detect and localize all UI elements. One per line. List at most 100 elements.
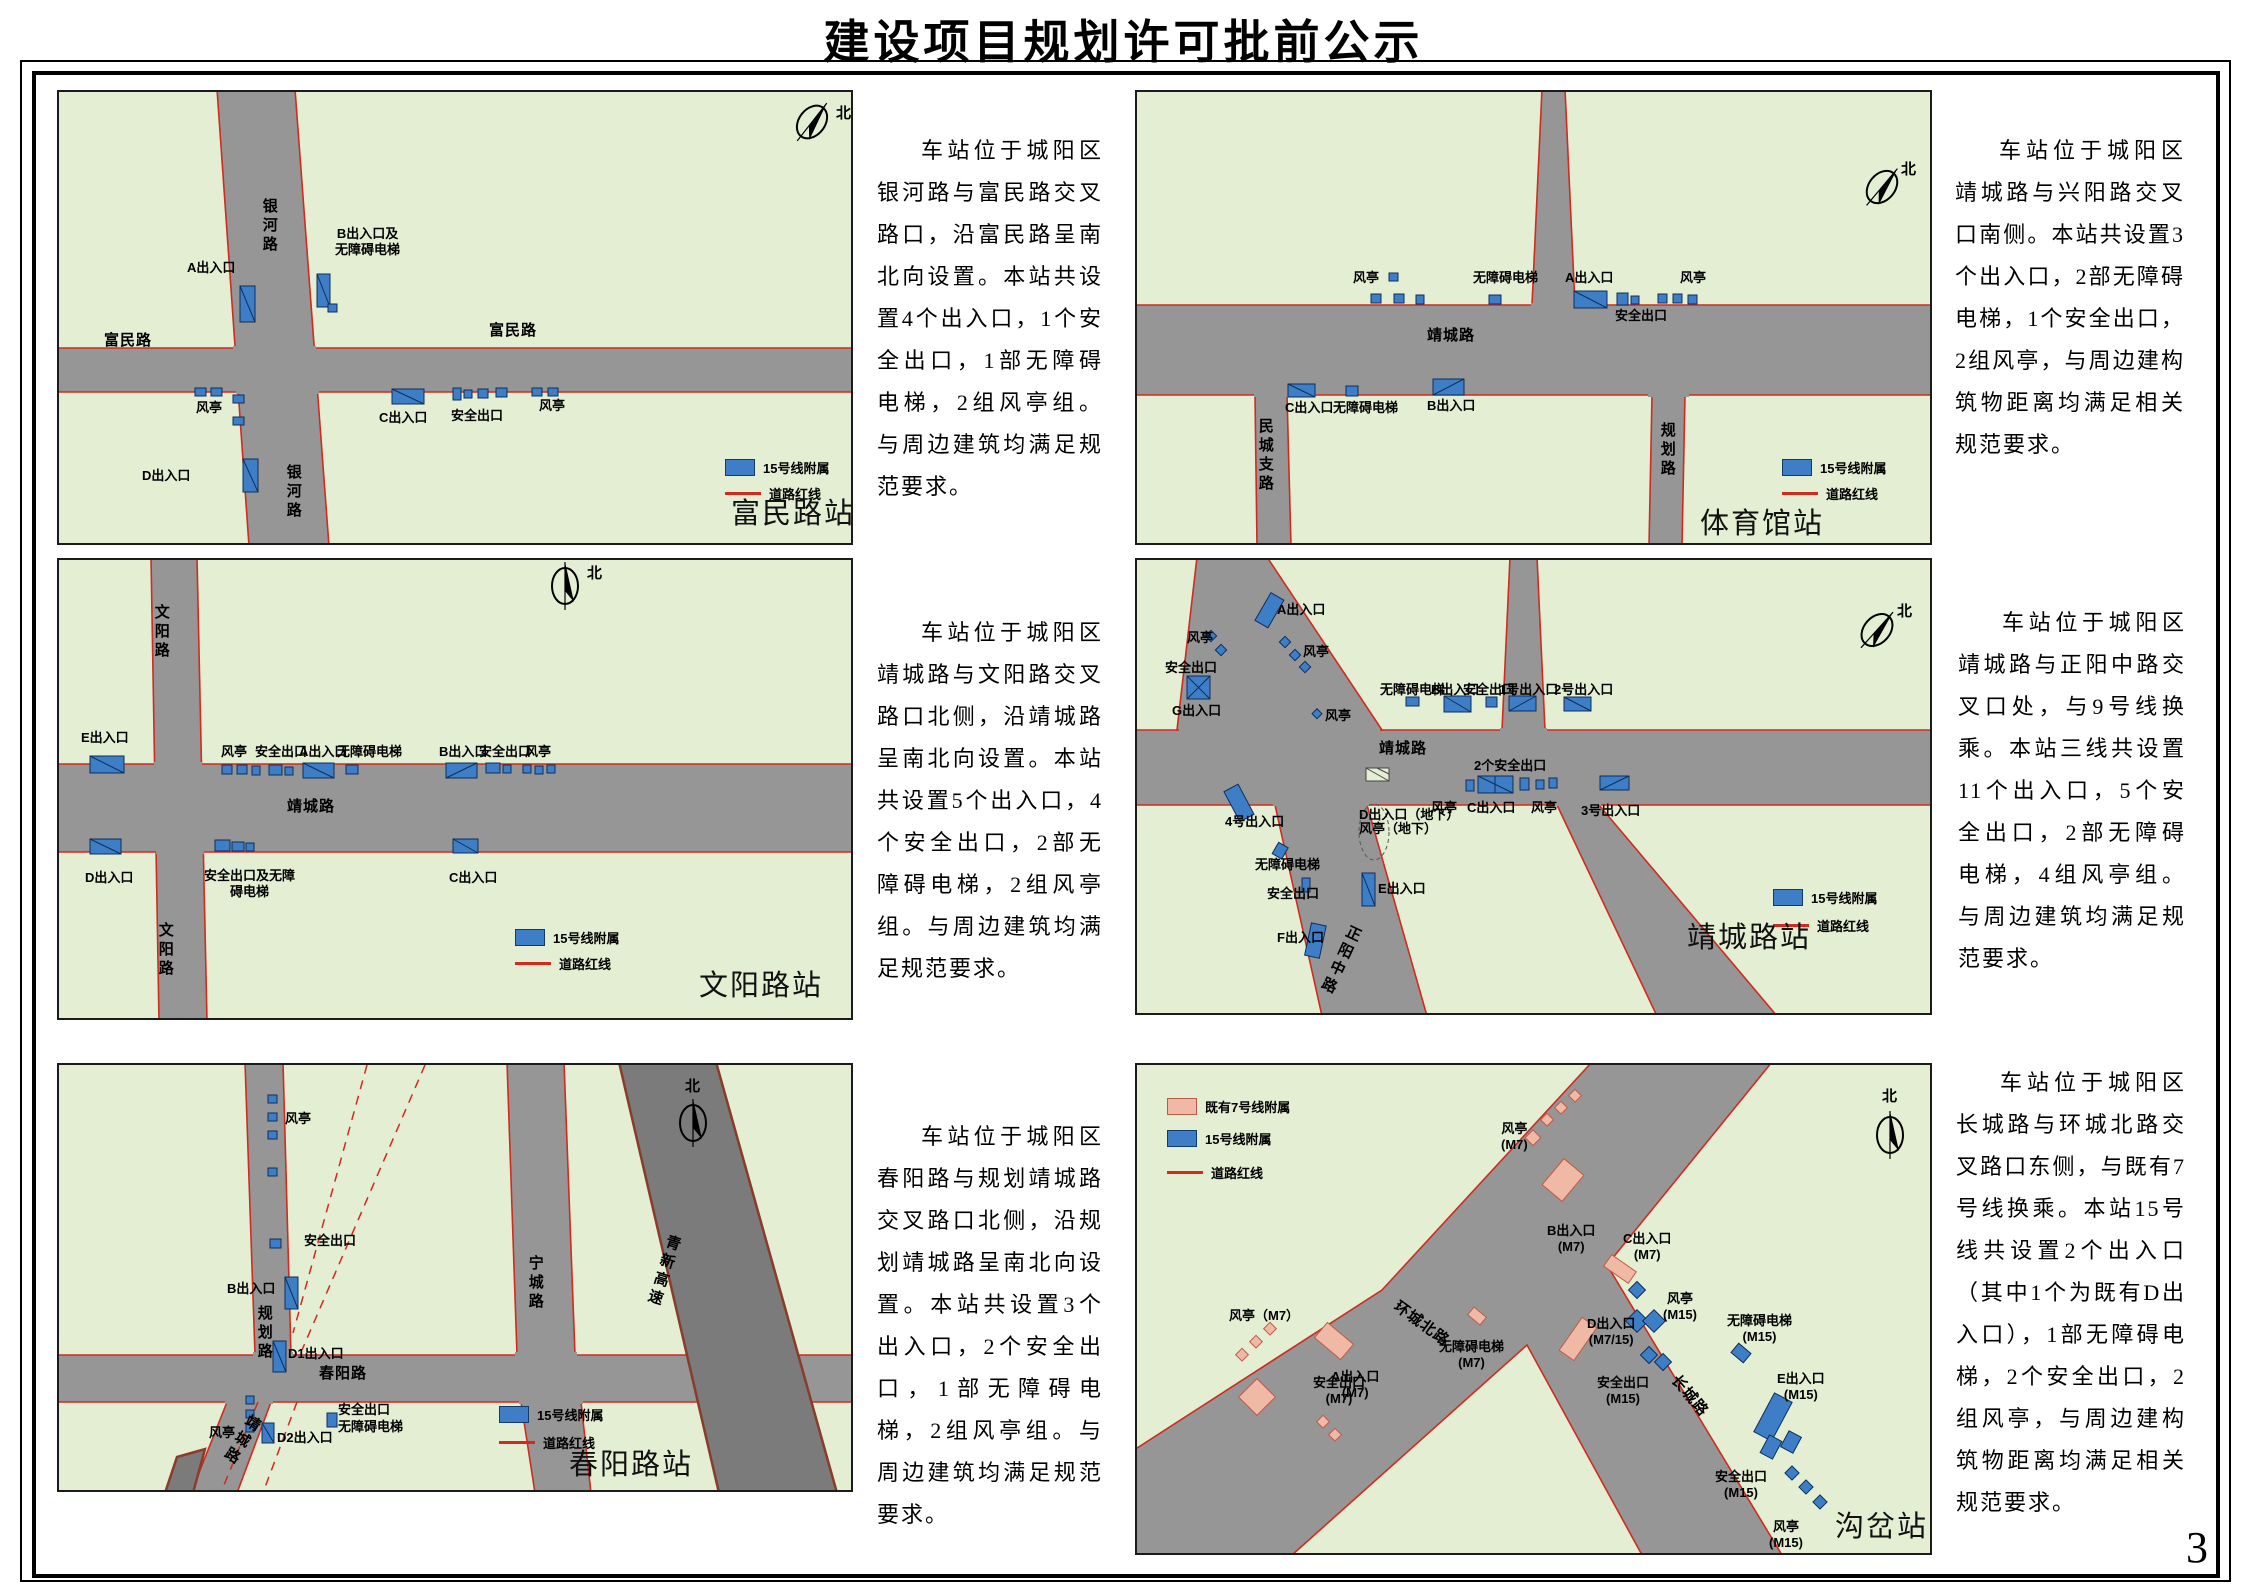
label-exit-c: C出入口: [449, 870, 498, 885]
label-exit-a: A出入口: [187, 260, 236, 275]
label-windpavilion-top: 风亭: [285, 1111, 312, 1126]
label-exit-e: E出入口: [81, 730, 129, 745]
label-elevator-sw: 无障碍电梯: [1255, 857, 1321, 872]
line15-swatch-icon: [499, 1406, 529, 1423]
label-exit-d: D出入口: [85, 870, 134, 885]
inner-frame: [32, 71, 2220, 1578]
label-exit-b-elevator: B出入口及 无障碍电梯: [335, 226, 401, 258]
label-exit-e-m15: E出入口 (M15): [1777, 1371, 1825, 1403]
label-exit-4: 4号出入口: [1225, 814, 1285, 829]
label-safety-exit-elevator: 安全出口及无障 碍电梯: [204, 868, 296, 900]
label-exit-b: B出入口: [1431, 682, 1480, 697]
label-windpavilion-m7-low: 风亭（M7）: [1229, 1308, 1300, 1323]
label-exit-c: C出入口: [1467, 800, 1516, 815]
label-safety-exit-nw: 安全出口: [1165, 660, 1218, 675]
line15-swatch-icon: [1167, 1130, 1197, 1147]
line15-swatch-icon: [1782, 459, 1812, 476]
label-safety-exit-top: 安全出口: [304, 1233, 357, 1248]
line15-facilities: [1624, 1280, 1828, 1510]
label-exit-e: E出入口: [1378, 881, 1426, 896]
redline-swatch-icon: [1782, 492, 1818, 495]
label-exit-b: B出入口: [439, 744, 488, 759]
station-name-tiyuguan: 体育馆站: [1700, 508, 1825, 540]
station-name-wenyanglu: 文阳路站: [699, 970, 824, 1002]
legend-redline-label: 道路红线: [1826, 487, 1879, 502]
line15-swatch-icon: [725, 459, 755, 476]
label-safety-exit-right: 安全出口: [479, 744, 532, 759]
north-label: 北: [836, 105, 852, 122]
map-chunyanglu-svg: [59, 1065, 851, 1490]
label-elevator: 无障碍电梯: [337, 744, 403, 759]
label-exit-1: 1号出入口: [1499, 682, 1559, 697]
legend-line15-label: 15号线附属: [537, 1408, 604, 1423]
legend-line15-label: 15号线附属: [1205, 1132, 1272, 1147]
north-label: 北: [1897, 603, 1913, 620]
road-label-fuminlu-left: 富民路: [104, 332, 153, 349]
road-label-guihualu: 规划路: [1658, 422, 1676, 479]
label-exit-d1: D1出入口: [288, 1346, 344, 1361]
label-windpavilion-m7-top: 风亭 (M7): [1501, 1121, 1528, 1153]
label-windpavilion-right: 风亭: [1680, 270, 1707, 285]
road-label-jingchenglu: 靖城路: [287, 798, 336, 815]
legend-redline: 道路红线: [1167, 1163, 1263, 1182]
label-exit-c: C出入口: [379, 410, 428, 425]
label-exit-d-underground: D出入口（地下）: [1359, 807, 1460, 822]
label-windpavilion-left: 风亭: [221, 744, 248, 759]
label-windpavilion-right: 风亭: [525, 744, 552, 759]
label-exit-d: D出入口: [142, 468, 191, 483]
legend-line15-label: 15号线附属: [763, 461, 830, 476]
label-exit-b: B出入口: [227, 1281, 276, 1296]
road-label-jingchenglu: 靖城路: [1379, 740, 1428, 757]
roads: [59, 92, 851, 543]
legend-line15: 15号线附属: [725, 458, 829, 477]
label-exit-d2: D2出入口: [277, 1430, 333, 1445]
legend-line7-label: 既有7号线附属: [1205, 1100, 1291, 1115]
label-windpavilion-mid: 风亭: [1303, 644, 1330, 659]
map-wenyanglu-svg: [59, 560, 851, 1018]
legend-line15: 15号线附属: [499, 1405, 603, 1424]
roads: [59, 560, 851, 1018]
station-name-chunyanglu: 春阳路站: [569, 1449, 694, 1481]
line7-facilities: [1234, 1088, 1637, 1442]
map-fuminlu-station: 银河路 A出入口 B出入口及 无障碍电梯 富民路 富民路 风亭 D出入口 银河路…: [57, 90, 853, 545]
legend-redline: 道路红线: [725, 484, 821, 503]
label-safety-exit-m15-lower: 安全出口 (M15): [1715, 1469, 1768, 1501]
label-exit-d-m7-15: D出入口 (M7/15): [1587, 1316, 1636, 1348]
north-label: 北: [685, 1078, 701, 1095]
label-safety-exit: 安全出口: [451, 408, 504, 423]
label-elevator-top: 无障碍电梯: [1473, 270, 1539, 285]
label-safety-exit: 安全出口: [1615, 308, 1668, 323]
label-windpavilion-sw: 风亭: [196, 400, 223, 415]
description-tiyuguan: 车站位于城阳区靖城路与兴阳路交叉口南侧。本站共设置3个出入口，2部无障碍电梯，1…: [1955, 138, 2185, 457]
label-elevator-m7: 无障碍电梯 (M7): [1439, 1339, 1505, 1371]
description-fuminlu: 车站位于城阳区银河路与富民路交叉路口，沿富民路呈南北向设置。本站共设置4个出入口…: [877, 138, 1103, 499]
legend-redline: 道路红线: [499, 1433, 595, 1452]
label-elevator: 无障碍电梯: [338, 1419, 404, 1434]
legend-redline: 道路红线: [515, 954, 611, 973]
legend-redline: 道路红线: [1782, 484, 1878, 503]
label-windpavilion-bottom: 风亭: [209, 1425, 236, 1440]
compass-icon: [795, 102, 829, 142]
road-label-minchengzhilu: 民城支路: [1256, 418, 1274, 494]
map-jingchenglu-station: A出入口 风亭 安全出口 G出入口 风亭 风亭 无障碍电梯 B出入口 安全出口 …: [1135, 558, 1932, 1015]
line15-facilities: [1287, 272, 1698, 398]
north-label: 北: [1901, 161, 1917, 178]
description-chunyanglu: 车站位于城阳区春阳路与规划靖城路交叉路口北侧，沿规划靖城路呈南北向设置。本站共设…: [877, 1124, 1103, 1527]
label-windpavilion-se: 风亭: [539, 398, 566, 413]
map-wenyanglu-station: 文阳路 E出入口 风亭 安全出口 A出入口 无障碍电梯 B出入口 安全出口 风亭…: [57, 558, 853, 1020]
legend-line15: 15号线附属: [1167, 1129, 1271, 1148]
road-label-ningchenglu: 宁城路: [526, 1255, 544, 1312]
road-label-jingchenglu: 靖城路: [1427, 327, 1476, 344]
line15-facilities: [245, 1094, 338, 1444]
line15-facilities: [1186, 591, 1630, 959]
redline-swatch-icon: [499, 1441, 535, 1444]
label-exit-g: G出入口: [1172, 703, 1222, 718]
description-wenyanglu: 车站位于城阳区靖城路与文阳路交叉路口北侧，沿靖城路呈南北向设置。本站共设置5个出…: [877, 620, 1103, 981]
road-label-wenyanglu-top: 文阳路: [152, 604, 170, 661]
redline-swatch-icon: [515, 962, 551, 965]
roads: [1137, 92, 1930, 543]
legend-redline-label: 道路红线: [769, 487, 822, 502]
map-tiyuguan-svg: [1137, 92, 1930, 543]
line15-swatch-icon: [1773, 889, 1803, 906]
label-safety-exit-m7: 安全出口 (M7): [1313, 1375, 1366, 1407]
